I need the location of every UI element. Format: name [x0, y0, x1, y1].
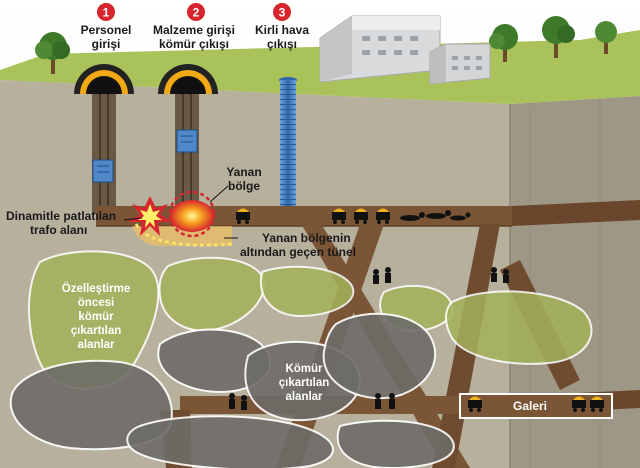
coal-wagon-icon	[376, 208, 390, 224]
coal-wagon-icon	[332, 208, 346, 224]
coal-wagon-icon	[236, 208, 250, 224]
legend-label-3-line1: Kirli hava	[255, 23, 309, 37]
tree-icon	[595, 21, 617, 54]
pre-privatization-label-line3: kömür	[78, 311, 114, 323]
legend-marker-2: 2	[187, 3, 205, 21]
blast-area-label-line2: trafo alanı	[30, 223, 87, 237]
tunnel-portal-icon	[74, 64, 134, 94]
legend-label-1-line1: Personel	[81, 23, 132, 37]
legend-label-2-line2: kömür çıkışı	[159, 37, 229, 51]
legend-label-3-line2: çıkışı	[267, 37, 297, 51]
pre-privatization-label-line1: Özelleştirme	[62, 282, 130, 295]
tree-icon	[542, 16, 575, 58]
coal-wagon-icon	[468, 396, 482, 412]
grey-extraction-zone	[9, 312, 455, 468]
leader-lines	[123, 185, 238, 239]
legend-number-2: 2	[193, 6, 200, 20]
legend-label-1-line2: girişi	[92, 37, 121, 51]
coal-wagon-icon	[572, 396, 586, 412]
tree-icon	[489, 24, 518, 62]
miners-icon	[229, 393, 247, 410]
legend-marker-3: 3	[273, 3, 291, 21]
miners-icon	[491, 267, 509, 283]
burning-zone-label-line1: Yanan	[226, 165, 261, 179]
explosion-icon	[128, 196, 172, 236]
dirty-air-shaft	[279, 77, 297, 211]
burning-zone-icon	[168, 190, 216, 238]
blast-area-label-line1: Dinamitle patlatılan	[6, 209, 116, 223]
pre-privatization-label-line4: çıkartılan	[71, 325, 122, 337]
gallery-label: Galeri	[513, 399, 547, 413]
coal-extracted-label-line2: çıkartılan	[279, 377, 330, 389]
pre-privatization-label-line2: öncesi	[78, 297, 114, 309]
coal-extracted-label-line3: alanlar	[285, 391, 323, 403]
legend-marker-1: 1	[97, 3, 115, 21]
miners-icon	[375, 393, 395, 409]
personnel-shaft	[92, 86, 116, 214]
mine-building-icon	[319, 15, 491, 85]
tunnel-below-label-line1: Yanan bölgenin	[262, 231, 351, 245]
green-extraction-zone	[28, 250, 593, 390]
legend-number-3: 3	[279, 6, 286, 20]
burning-zone-label-line2: bölge	[228, 179, 260, 193]
miners-icon	[373, 267, 391, 284]
material-shaft	[175, 86, 199, 214]
coal-extracted-label-line1: Kömür	[285, 363, 323, 375]
pre-privatization-label-line5: alanlar	[77, 339, 115, 351]
tunnel-portal-icon	[158, 64, 218, 94]
coal-wagon-icon	[590, 396, 604, 412]
tree-icon	[35, 32, 70, 74]
legend-number-1: 1	[103, 6, 110, 20]
legend-label-2-line1: Malzeme girişi	[153, 23, 235, 37]
earth-side-face	[510, 96, 640, 468]
tunnel-below-label-line2: altından geçen tünel	[240, 245, 356, 259]
lying-miners-icon	[400, 210, 471, 221]
coal-wagon-icon	[354, 208, 368, 224]
gallery-box	[459, 393, 613, 419]
